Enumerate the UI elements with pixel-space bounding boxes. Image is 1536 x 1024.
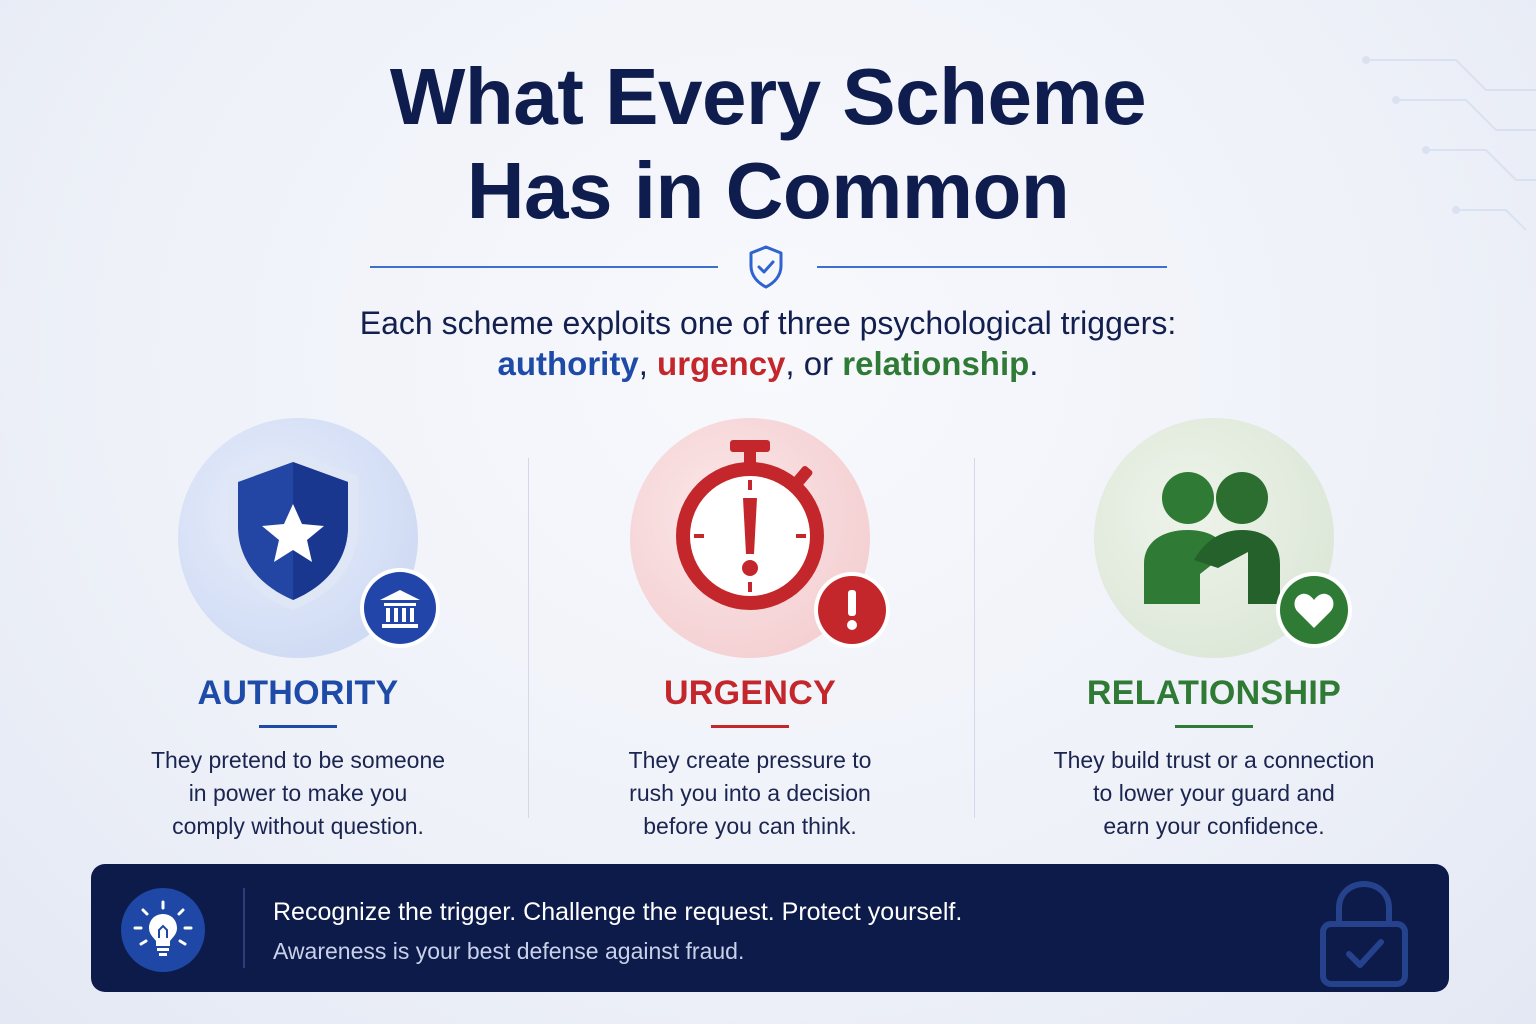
- subtitle-end: .: [1029, 345, 1039, 382]
- keyword-authority: authority: [497, 345, 639, 382]
- circuit-decoration: [1362, 56, 1536, 231]
- banner-main-text: Recognize the trigger. Challenge the req…: [273, 898, 963, 926]
- desc-line: They build trust or a connection: [1053, 747, 1375, 773]
- desc-line: comply without question.: [172, 813, 424, 839]
- card-desc-urgency: They create pressure to rush you into a …: [570, 744, 930, 843]
- shield-check-icon: [749, 245, 783, 289]
- title-rule-right: [817, 266, 1167, 268]
- lightbulb-icon: [133, 900, 193, 956]
- subtitle-sep-1: ,: [638, 345, 658, 382]
- exclamation-icon: [814, 572, 890, 648]
- subtitle-intro: Each scheme exploits one of three psycho…: [359, 305, 1177, 341]
- subtitle-sep-2: , or: [785, 345, 843, 382]
- title-line-2: Has in Common: [466, 146, 1070, 235]
- card-title-urgency: URGENCY: [663, 674, 837, 712]
- lock-check-icon: [1320, 880, 1408, 987]
- page-title: What Every Scheme Has in Common: [0, 50, 1536, 238]
- title-rule-left: [370, 266, 718, 268]
- card-title-authority: AUTHORITY: [197, 674, 399, 712]
- lightbulb-badge: [121, 888, 205, 972]
- heart-icon: [1276, 572, 1352, 648]
- desc-line: They create pressure to: [628, 747, 872, 773]
- people-embrace-icon: [1144, 472, 1280, 604]
- subtitle-triggers: authority, urgency, or relationship.: [0, 343, 1536, 385]
- banner-sub-text: Awareness is your best defense against f…: [273, 938, 745, 964]
- desc-line: earn your confidence.: [1103, 813, 1325, 839]
- relationship-icon-group: [1084, 410, 1352, 670]
- keyword-urgency: urgency: [657, 345, 786, 382]
- shield-star-icon: [228, 452, 358, 610]
- desc-line: They pretend to be someone: [150, 747, 446, 773]
- desc-line: to lower your guard and: [1093, 780, 1335, 806]
- card-desc-relationship: They build trust or a connection to lowe…: [1034, 744, 1394, 843]
- card-underline-authority: [259, 725, 337, 728]
- desc-line: in power to make you: [188, 780, 408, 806]
- card-urgency: URGENCY They create pressure to rush you…: [570, 410, 930, 843]
- card-relationship: RELATIONSHIP They build trust or a conne…: [1034, 410, 1394, 843]
- desc-line: rush you into a decision: [629, 780, 871, 806]
- card-underline-urgency: [711, 725, 789, 728]
- banner-separator: [243, 888, 245, 968]
- card-desc-authority: They pretend to be someone in power to m…: [118, 744, 478, 843]
- stopwatch-alert-icon: [676, 440, 824, 610]
- bank-icon: [360, 568, 440, 648]
- desc-line: before you can think.: [643, 813, 857, 839]
- awareness-banner: Recognize the trigger. Challenge the req…: [91, 864, 1449, 992]
- title-line-1: What Every Scheme: [389, 52, 1147, 141]
- authority-icon-group: [168, 410, 440, 670]
- urgency-icon-group: [620, 410, 890, 670]
- column-divider-2: [974, 458, 975, 818]
- card-title-relationship: RELATIONSHIP: [1086, 674, 1342, 712]
- card-authority: AUTHORITY They pretend to be someone in …: [118, 410, 478, 843]
- column-divider-1: [528, 458, 529, 818]
- keyword-relationship: relationship: [842, 345, 1030, 382]
- card-underline-relationship: [1175, 725, 1253, 728]
